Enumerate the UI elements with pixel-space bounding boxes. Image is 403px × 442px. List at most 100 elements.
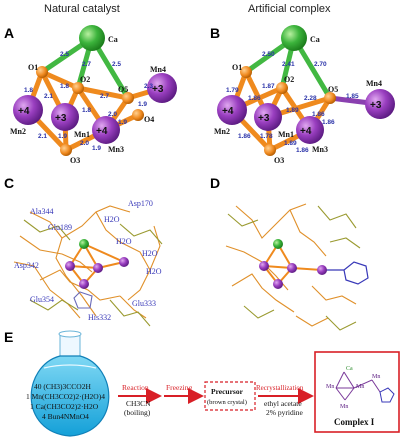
recrystallization-label: Recrystallization [256,384,304,392]
bond-label: 1.86 [312,111,325,118]
panel-a-mn1-label: Mn1 [74,130,90,139]
flask-reagent-3: 1 Ca(CH3CO2)2·H2O [30,402,99,411]
panel-a-o4-label: O4 [144,115,154,124]
panel-d-letter: D [210,175,220,191]
panel-b-mn3-atom [296,116,324,144]
panel-b: B Artificial complex +4 [210,3,395,165]
complex-box [314,351,400,433]
bond-label: 2.0 [108,111,117,118]
panel-a-o3-atom [60,144,72,156]
panel-a-mn2-atom [13,95,43,125]
panel-b-o5-atom [324,92,336,104]
panel-c-h2o-3: H2O [142,249,158,258]
bond-label: 2.41 [282,61,295,68]
panel-a-o5-label: O5 [118,85,128,94]
panel-b-mn2-ox: +4 [222,106,234,117]
panel-b-mn1-ox: +3 [258,113,270,124]
panel-b-o1-atom [240,66,252,78]
panel-a-mn4-label: Mn4 [150,65,166,74]
panel-c-h2o-4: H2O [146,267,162,276]
bond-label: 2.7 [100,93,109,100]
bond-label: 1.8 [24,87,33,94]
complex-mn-3: Mn [340,404,348,410]
panel-c-residue-sticks [13,205,161,319]
panel-c-mn-atom [65,261,75,271]
panel-a-o2-label: O2 [80,75,90,84]
bond-label: 1.89 [286,107,299,114]
bond-label: 2.7 [82,61,91,68]
panel-c-h2o-2: H2O [116,237,132,246]
panel-d-ca-atom [273,239,283,249]
bond-label: 2.3 [144,83,153,90]
panel-a: A Natural catalyst [4,3,177,165]
panel-a-o5-atom [122,92,134,104]
precursor-subtitle: (brown crystal) [207,399,247,406]
bond-label: 1.78 [260,133,273,140]
bond-label: 1.85 [346,93,359,100]
panel-b-letter: B [210,25,220,41]
bond-label: 1.8 [82,107,91,114]
bond-label: 1.79 [226,87,239,94]
bond-label: 2.5 [60,51,69,58]
reaction-solvent: CH3CN [126,399,151,408]
panel-d: D [210,175,369,331]
reaction-label: Reaction [122,383,149,392]
recrystallization-additive: 2% pyridine [266,408,304,417]
panel-a-o1-label: O1 [28,63,38,72]
panel-a-mn1-ox: +3 [55,113,67,124]
panel-b-o2-atom [276,82,288,94]
panel-b-title: Artificial complex [248,3,331,15]
panel-a-title: Natural catalyst [44,3,120,15]
panel-c-residue-sticks-olive [23,219,163,327]
bond-label: 2.1 [38,133,47,140]
bond-label: 1.86 [238,133,251,140]
panel-b-mn2-atom [217,95,247,125]
recrystallization-solvent: ethyl acetate [264,399,302,408]
panel-b-mn3-ox: +4 [300,126,312,137]
panel-a-mn4-ox: +3 [152,84,164,95]
panel-c-letter: C [4,175,14,191]
panel-b-o3-atom [264,144,276,156]
panel-c-glu333: Glu333 [132,299,156,308]
bond-label: 1.8 [60,83,69,90]
flask-icon [30,330,110,437]
panel-c-glu354: Glu354 [30,295,54,304]
panel-c-asp170: Asp170 [128,199,153,208]
panel-a-mn3-ox: +4 [96,126,108,137]
bond-label: 2.1 [44,93,53,100]
panel-b-mn1-label: Mn1 [278,130,294,139]
panel-d-mn-atom [317,265,327,275]
bond-label: 1.89 [284,140,297,147]
flask-reagent-4: 4 Bun4NMnO4 [42,412,89,421]
panel-e-letter: E [4,329,13,345]
panel-a-bond-lengths: 2.5 2.7 2.5 2.3 1.9 1.8 2.1 1.8 2.7 1.8 … [24,51,153,152]
panel-a-mn2-label: Mn2 [10,127,26,136]
panel-b-mn3-label: Mn3 [312,145,328,154]
panel-d-mn-atom [259,261,269,271]
panel-c-glu189: Glu189 [48,223,72,232]
complex-ca: Ca [346,366,353,372]
panel-b-mn4-ox: +3 [370,100,382,111]
bond-label: 2.5 [112,61,121,68]
complex-mn-1: Mn [326,384,334,390]
panel-d-pyridine-ring [343,261,369,285]
bond-label: 1.9 [58,133,67,140]
panel-a-mn1-atom [51,103,79,131]
panel-d-ligand-sticks-olive [227,205,361,331]
panel-c-mn-atom [93,263,103,273]
panel-a-ca-label: Ca [108,35,118,44]
panel-b-mn2-label: Mn2 [214,127,230,136]
panel-a-o3-label: O3 [70,156,80,165]
reaction-condition: (boiling) [124,408,151,417]
precursor-box [204,381,256,411]
bond-label: 1.9 [92,145,101,152]
bond-label: 1.9 [138,101,147,108]
panel-b-o1-label: O1 [232,63,242,72]
bond-label: 1.86 [248,95,261,102]
bond-label: 1.86 [296,147,309,154]
bond-label: 1.9 [118,119,127,126]
precursor-title: Precursor [211,387,244,396]
panel-a-mn3-label: Mn3 [108,145,124,154]
panel-b-mn1-atom [254,103,282,131]
